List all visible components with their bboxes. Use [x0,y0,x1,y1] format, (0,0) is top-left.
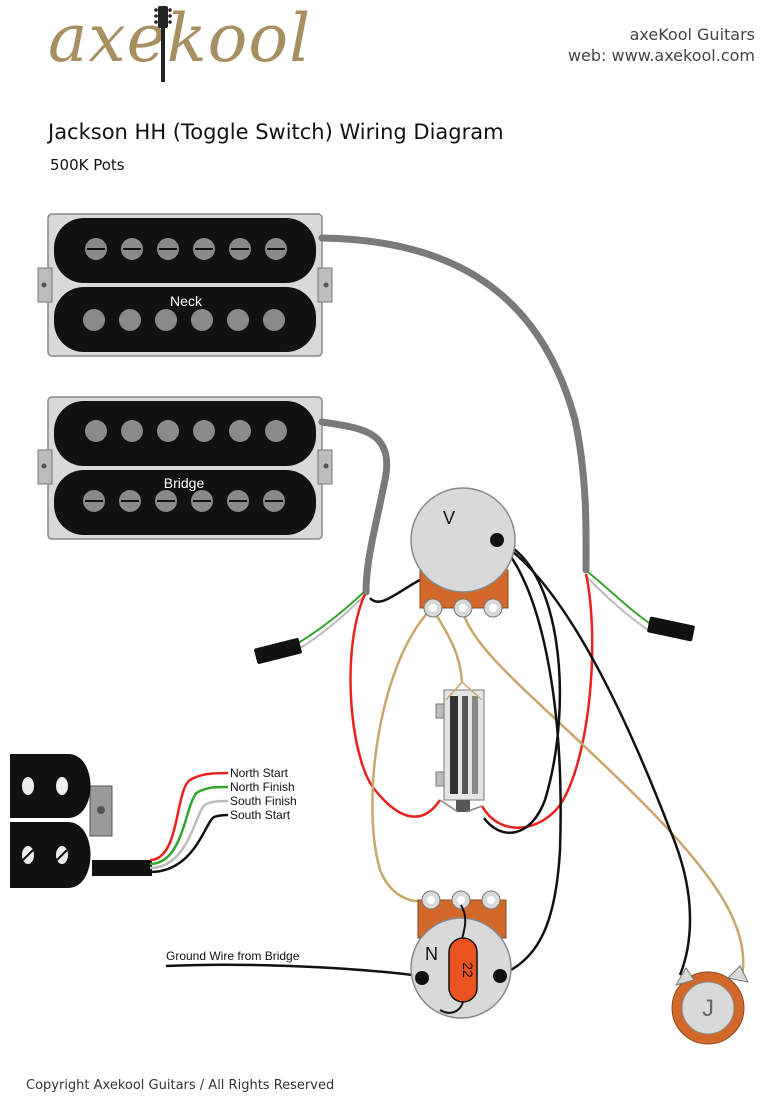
neck-hot-wire [480,573,594,829]
legend-south-start: South Start [230,808,291,822]
capacitor-label: 22 [460,962,476,978]
tone-label: N [425,944,438,964]
tone-pot: 22 N [410,890,512,1019]
bridge-label: Bridge [164,475,205,491]
ground-wire-from-bridge [165,963,421,978]
legend-north-start: North Start [230,766,289,780]
diagram-subtitle: 500K Pots [50,156,125,174]
logo: axekool [48,0,312,77]
ground-wire-label: Ground Wire from Bridge [166,949,300,963]
neck-cable [318,234,590,574]
volume-pot: V [410,487,516,618]
jack-label: J [702,995,714,1022]
company-info: axeKool Guitars web: www.axekool.com [568,24,755,66]
volume-label: V [443,508,455,528]
company-name: axeKool Guitars [629,25,755,44]
website-link[interactable]: web: www.axekool.com [567,46,755,65]
vol-to-switch-tan [430,607,464,683]
guitar-logo-icon [154,6,172,82]
toggle-switch [435,681,485,813]
copyright: Copyright Axekool Guitars / All Rights R… [26,1078,335,1093]
legend-south-finish: South Finish [230,794,297,808]
ground-to-tone [496,539,562,977]
legend-north-finish: North Finish [230,780,295,794]
bridge-hot-wire [349,593,442,818]
vol-to-tone-tan [371,607,433,903]
bridge-cable [318,418,391,596]
ground-to-jack [496,538,692,976]
neck-pickup: Neck [37,213,333,357]
bridge-pickup: Bridge [37,396,333,540]
output-jack: J [671,965,749,1045]
diagram-title: Jackson HH (Toggle Switch) Wiring Diagra… [48,120,504,144]
vol-output-tan [460,607,745,979]
pickup-side-view [10,754,152,888]
neck-label: Neck [170,293,203,309]
